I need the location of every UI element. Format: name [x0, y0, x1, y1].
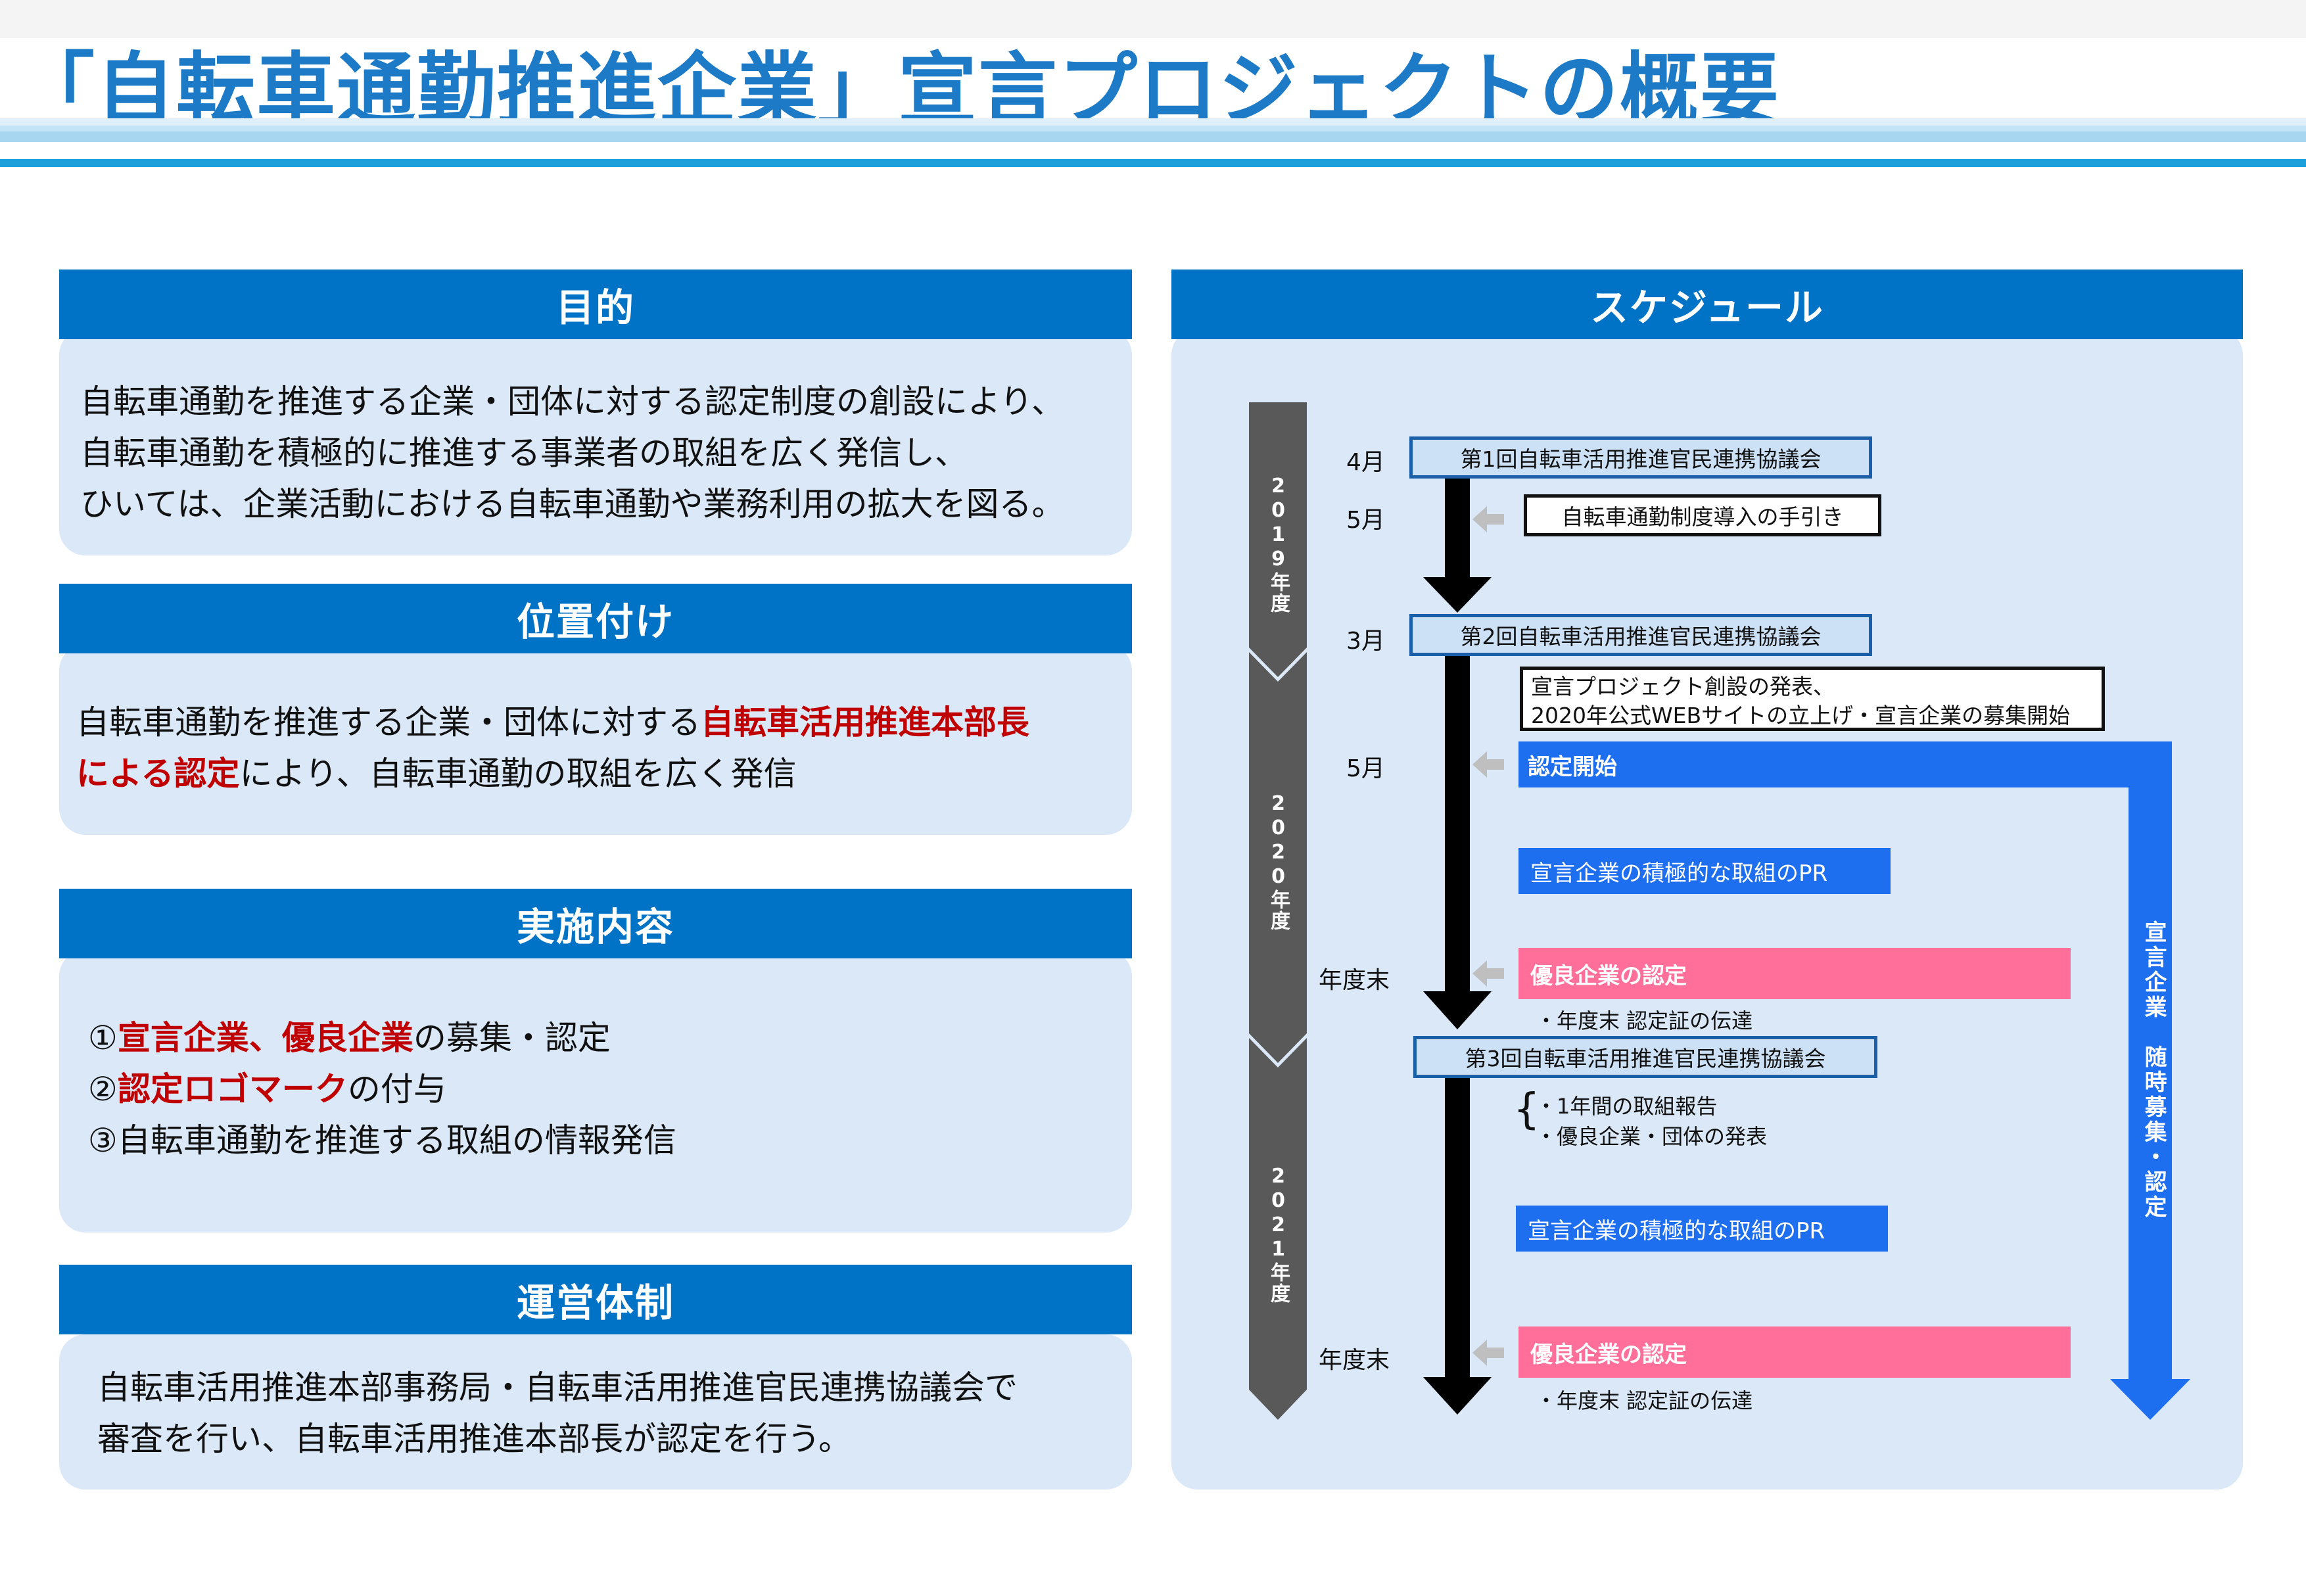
cert-note-1: ・年度末 認定証の伝達 — [1536, 1008, 1753, 1033]
fy2020-chevron — [1249, 652, 1307, 1063]
page-title: 「自転車通勤推進企業」宣言プロジェクトの概要 — [16, 45, 1780, 136]
black-arrow-1 — [1423, 479, 1492, 613]
gray-pointer — [1472, 751, 1504, 778]
black-arrow-2 — [1423, 656, 1492, 1029]
gray-pointer — [1472, 1340, 1504, 1366]
fy2019-chevron — [1249, 402, 1307, 677]
month-label: 年度末 — [1319, 1347, 1390, 1374]
purpose-line: 自転車通勤を推進する企業・団体に対する認定制度の創設により、 — [80, 383, 1064, 421]
implementation-item-1: ①宣言企業、優良企業の募集・認定 — [88, 1012, 676, 1064]
positioning-highlight: による認定 — [76, 755, 240, 793]
month-label: 5月 — [1346, 755, 1385, 782]
title-band — [0, 0, 2306, 38]
positioning-line-2: による認定により、自転車通勤の取組を広く発信 — [76, 748, 1029, 799]
item-highlight: 宣言企業、優良企業 — [117, 1019, 413, 1057]
announce-box: 宣言プロジェクト創設の発表、 2020年公式WEBサイトの立上げ・宣言企業の募集… — [1520, 667, 2105, 731]
title-stripe — [0, 118, 2306, 142]
operation-line: 審査を行い、自転車活用推進本部長が認定を行う。 — [97, 1420, 851, 1458]
positioning-header: 位置付け — [59, 584, 1132, 653]
operation-line: 自転車活用推進本部事務局・自転車活用推進官民連携協議会で — [97, 1369, 1018, 1407]
positioning-text: 自転車通勤を推進する企業・団体に対する自転車活用推進本部長 による認定により、自… — [76, 697, 1029, 799]
positioning-text-b: により、自転車通勤の取組を広く発信 — [239, 755, 797, 793]
purpose-line: ひいては、企業活動における自転車通勤や業務利用の拡大を図る。 — [80, 485, 1065, 523]
fy2021-chevron — [1249, 1038, 1307, 1420]
report-item: ・優良企業・団体の発表 — [1536, 1124, 1768, 1149]
cert-start-label: 認定開始 — [1528, 753, 1617, 780]
meeting-2: 第2回自転車活用推進官民連携協議会 — [1409, 614, 1872, 656]
schedule-header: スケジュール — [1171, 270, 2243, 339]
excellent-box-2: 優良企業の認定 — [1518, 1326, 2071, 1378]
cert-note-2: ・年度末 認定証の伝達 — [1536, 1388, 1753, 1413]
positioning-box — [59, 644, 1132, 835]
positioning-text-a: 自転車通勤を推進する企業・団体に対する — [76, 703, 701, 741]
month-label: 年度末 — [1319, 967, 1390, 994]
continuous-label: 宣言企業 随時募集・認定 — [2140, 920, 2167, 1220]
positioning-line-1: 自転車通勤を推進する企業・団体に対する自転車活用推進本部長 — [76, 697, 1029, 748]
blue-arrow-head — [2110, 1379, 2190, 1420]
item-text: の付与 — [347, 1070, 446, 1108]
report-item: ・1年間の取組報告 — [1536, 1094, 1718, 1119]
item-text: の募集・認定 — [413, 1019, 611, 1057]
pr-box-2: 宣言企業の積極的な取組のPR — [1516, 1206, 1888, 1252]
implementation-box — [59, 950, 1132, 1232]
purpose-text: 自転車通勤を推進する企業・団体に対する認定制度の創設により、 自転車通勤を積極的… — [80, 376, 1065, 530]
operation-header: 運営体制 — [59, 1265, 1132, 1334]
operation-box — [59, 1334, 1132, 1490]
implementation-item-2: ②認定ロゴマークの付与 — [88, 1064, 676, 1115]
announce-line-2: 2020年公式WEBサイトの立上げ・宣言企業の募集開始 — [1531, 703, 2071, 728]
month-label: 3月 — [1346, 628, 1385, 655]
fy2020-label: 2020年度 — [1267, 792, 1290, 931]
brace-icon: { — [1513, 1085, 1540, 1134]
meeting3-notes: ・1年間の取組報告 ・優良企業・団体の発表 — [1536, 1091, 1767, 1152]
implementation-header: 実施内容 — [59, 889, 1132, 958]
guide-box: 自転車通勤制度導入の手引き — [1524, 494, 1881, 536]
announce-line-1: 宣言プロジェクト創設の発表、 — [1531, 674, 1835, 699]
blue-arrow-top — [1518, 741, 2172, 787]
positioning-highlight: 自転車活用推進本部長 — [701, 703, 1029, 741]
meeting-3: 第3回自転車活用推進官民連携協議会 — [1413, 1036, 1877, 1078]
purpose-box — [59, 329, 1132, 555]
meeting-1: 第1回自転車活用推進官民連携協議会 — [1409, 436, 1872, 479]
black-arrow-3 — [1423, 1078, 1492, 1415]
pr-box-1: 宣言企業の積極的な取組のPR — [1518, 848, 1891, 894]
item-highlight: 認定ロゴマーク — [117, 1070, 348, 1108]
fy2019-label: 2019年度 — [1267, 475, 1290, 614]
gray-pointer — [1472, 506, 1504, 532]
purpose-header: 目的 — [59, 270, 1132, 339]
implementation-list: ①宣言企業、優良企業の募集・認定 ②認定ロゴマークの付与 ③自転車通勤を推進する… — [88, 1012, 676, 1166]
operation-text: 自転車活用推進本部事務局・自転車活用推進官民連携協議会で 審査を行い、自転車活用… — [97, 1362, 1018, 1465]
title-rule — [0, 159, 2306, 167]
month-label: 4月 — [1346, 449, 1385, 476]
gray-pointer — [1472, 960, 1504, 987]
implementation-item-3: ③自転車通勤を推進する取組の情報発信 — [88, 1121, 676, 1160]
item-number: ① — [88, 1019, 118, 1057]
blue-arrow-shaft — [2129, 741, 2172, 1380]
purpose-line: 自転車通勤を積極的に推進する事業者の取組を広く発信し、 — [80, 434, 968, 472]
excellent-box-1: 優良企業の認定 — [1518, 948, 2071, 999]
item-number: ② — [88, 1070, 118, 1108]
fy2021-label: 2021年度 — [1267, 1165, 1290, 1304]
month-label: 5月 — [1346, 507, 1385, 534]
